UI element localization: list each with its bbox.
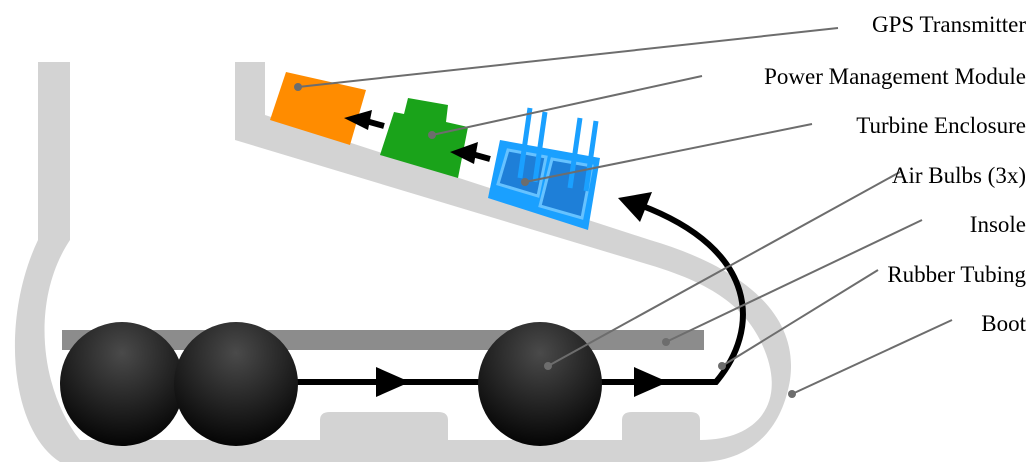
label-turbine-enclosure: Turbine Enclosure — [856, 113, 1026, 138]
tubing-arrow — [634, 367, 668, 397]
flow-arrow-shaft — [365, 118, 385, 129]
air-bulb — [60, 322, 184, 446]
label-power-management-module: Power Management Module — [764, 64, 1026, 89]
flow-arrow — [450, 142, 478, 164]
label-air-bulbs: Air Bulbs (3x) — [892, 163, 1026, 188]
flow-arrow — [344, 110, 372, 130]
label-insole: Insole — [970, 212, 1026, 237]
power-management-module — [380, 98, 468, 178]
rubber-tubing — [638, 202, 746, 385]
tubing-arrow — [618, 192, 652, 222]
leader-dots — [294, 83, 796, 398]
label-gps-transmitter: GPS Transmitter — [872, 12, 1026, 37]
gps-transmitter — [270, 72, 366, 145]
outsole-bump — [320, 412, 448, 440]
leader-lines — [297, 27, 953, 395]
label-boot: Boot — [981, 311, 1026, 336]
turbine-enclosure — [488, 107, 600, 230]
air-bulb — [478, 322, 602, 446]
outsole-bump — [622, 412, 700, 440]
flow-arrow-shaft — [471, 151, 491, 162]
air-bulb — [174, 322, 298, 446]
label-rubber-tubing: Rubber Tubing — [887, 262, 1026, 287]
tubing-arrow — [376, 367, 410, 397]
